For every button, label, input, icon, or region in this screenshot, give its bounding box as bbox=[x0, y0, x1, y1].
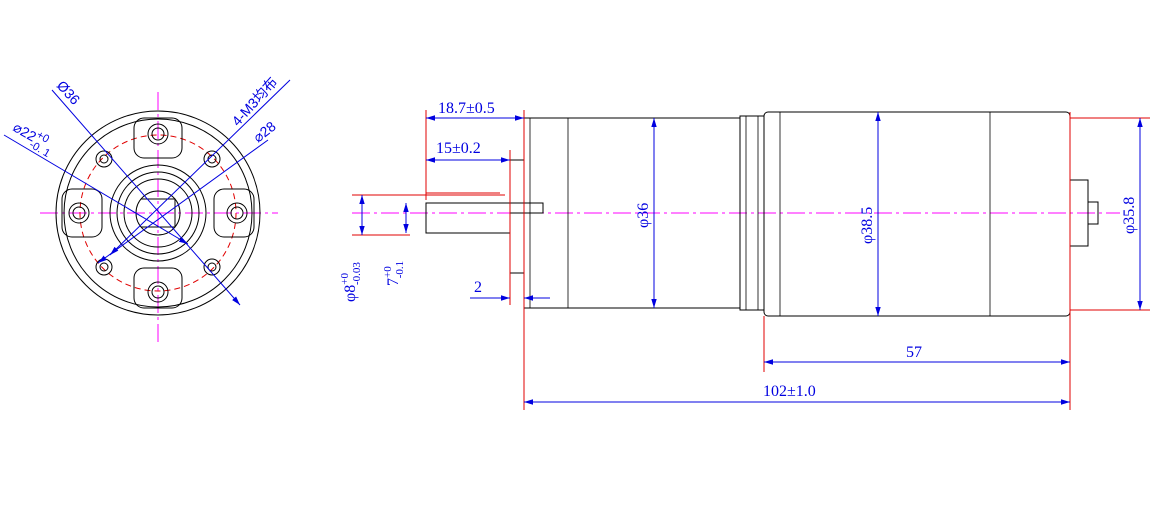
side-view: 18.7±0.5 15±0.2 φ8+0-0.03 7+0-0.1 2 φ36 … bbox=[339, 100, 1150, 410]
end-view-inner-rim bbox=[63, 118, 253, 308]
pilot-dia-leader bbox=[3, 134, 189, 245]
pcd-leader bbox=[97, 139, 269, 264]
end-view-mounting-lugs bbox=[61, 117, 255, 309]
total-length-label: 102±1.0 bbox=[763, 383, 816, 400]
end-view-pilot-label: ⌀22+0-0. 1 bbox=[8, 117, 59, 160]
end-view-pcd-circle bbox=[79, 134, 237, 292]
end-view-pilot-inner bbox=[116, 171, 200, 255]
gearbox-boss bbox=[509, 159, 525, 274]
end-view-bearing-ring bbox=[123, 178, 193, 248]
end-view-shaft-flat bbox=[141, 198, 176, 228]
m3-holes-leader bbox=[109, 79, 291, 256]
flat-length-label: 15±0.2 bbox=[436, 140, 481, 157]
flat-label: 7+0-0.1 bbox=[382, 261, 406, 286]
gearbox-dia-label: φ36 bbox=[635, 203, 652, 228]
shaft-flat bbox=[510, 202, 544, 214]
motor-length-label: 57 bbox=[906, 344, 922, 361]
motor-dia-label: φ38.5 bbox=[859, 207, 876, 244]
outer-dia-leader bbox=[51, 89, 241, 306]
boss-label: 2 bbox=[474, 279, 482, 296]
end-view-pilot-outer bbox=[109, 164, 207, 262]
end-view-pcd-label: ⌀28 bbox=[250, 118, 279, 146]
shaft-length-label: 18.7±0.5 bbox=[438, 100, 495, 117]
shaft-dia-label: φ8+0-0.03 bbox=[339, 262, 363, 302]
end-view-m3-holes bbox=[95, 150, 221, 276]
end-view-holes-label: 4-M3均布 bbox=[228, 74, 280, 129]
output-shaft bbox=[425, 202, 511, 234]
end-view-outer-dia-label: Ø36 bbox=[54, 77, 84, 108]
motor-body bbox=[763, 111, 1071, 317]
rear-shaft bbox=[1087, 201, 1099, 225]
endcap-dia-label: φ35.8 bbox=[1121, 197, 1138, 234]
end-view-outer-circle bbox=[55, 110, 261, 316]
end-view: Ø36 ⌀22+0-0. 1 4-M3均布 ⌀28 bbox=[3, 74, 291, 342]
